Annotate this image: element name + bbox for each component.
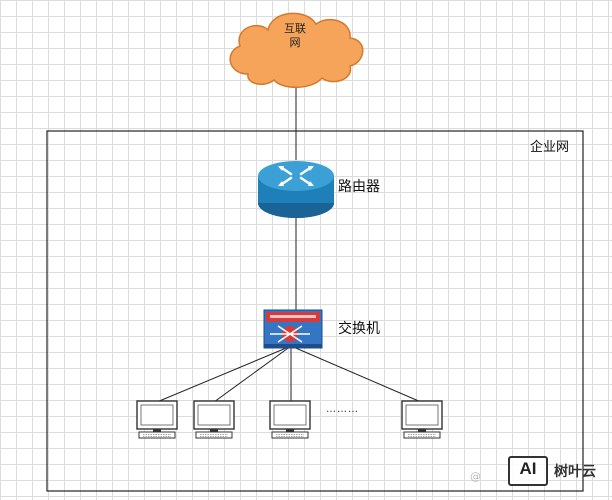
link-switch-pc-4: [290, 345, 422, 403]
internet-label: 互联网: [284, 22, 306, 49]
router-label: 路由器: [338, 179, 380, 195]
watermark: AI 树叶云: [508, 454, 608, 488]
router-icon: [258, 161, 334, 218]
cloud-icon: [229, 12, 364, 88]
link-switch-pc-1: [156, 345, 292, 403]
computer-icon: [401, 400, 443, 439]
link-switch-pc-2: [213, 345, 292, 403]
computer-icon: [269, 400, 311, 439]
enterprise-boundary: [46, 130, 584, 492]
switch-label: 交换机: [338, 321, 380, 337]
watermark-text: 树叶云: [554, 464, 596, 480]
computer-icon: [136, 400, 178, 439]
watermark-faint-text: @: [470, 470, 481, 483]
enterprise-network-label: 企业网: [530, 140, 570, 155]
more-computers-ellipsis: ………: [326, 404, 359, 415]
switch-icon: [263, 309, 323, 349]
computer-icon: [193, 400, 235, 439]
watermark-logo: AI: [508, 456, 548, 486]
